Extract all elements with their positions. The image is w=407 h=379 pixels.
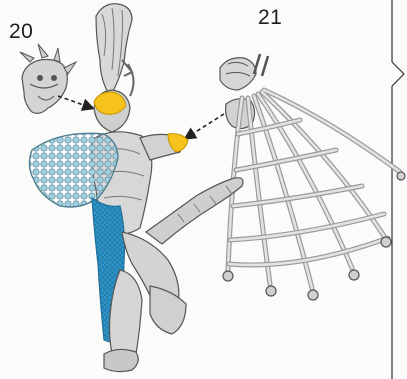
page-separator xyxy=(392,0,404,379)
warrior-figure xyxy=(29,4,243,372)
attach-arrow-21 xyxy=(186,114,224,138)
dragon-helmet-icon xyxy=(20,44,76,113)
step-number-20: 20 xyxy=(9,20,33,44)
attach-arrow-20 xyxy=(58,96,92,108)
step-number-21: 21 xyxy=(258,6,282,30)
net-icon xyxy=(220,54,405,300)
